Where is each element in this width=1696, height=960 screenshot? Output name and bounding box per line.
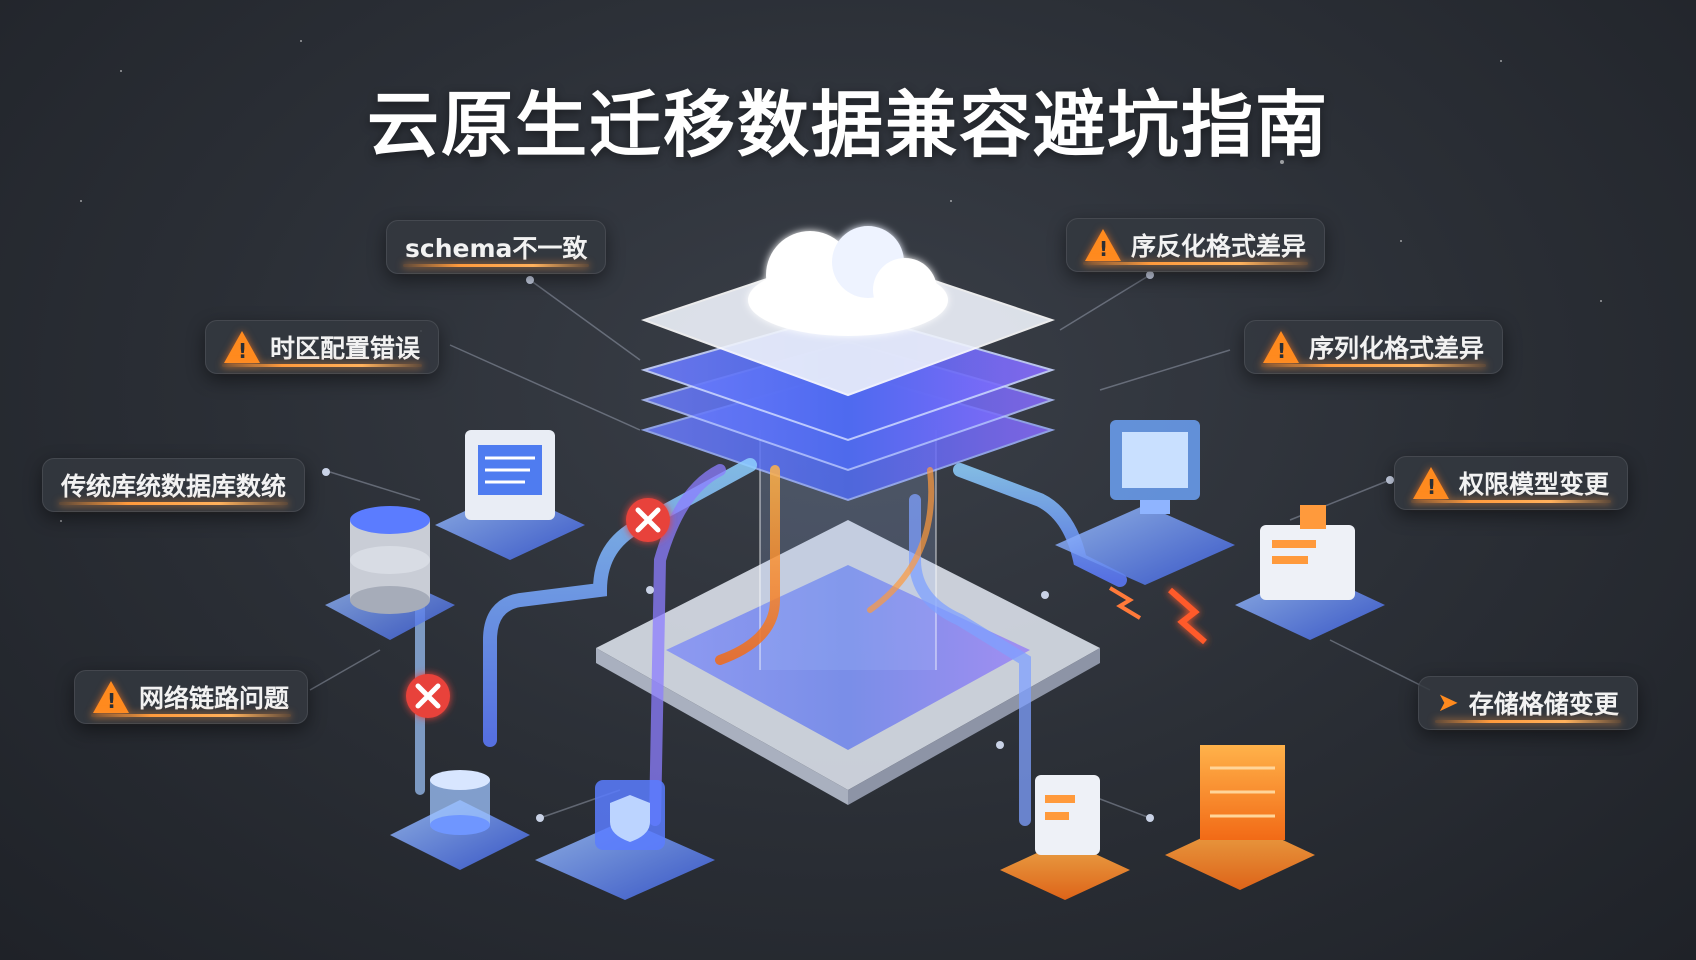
storage-label: ➤ 存储格储变更 bbox=[1418, 676, 1638, 730]
serialization-top-label-text: 序反化格式差异 bbox=[1131, 232, 1307, 261]
warning-icon bbox=[1085, 229, 1121, 261]
warning-icon bbox=[224, 331, 260, 363]
error-icon bbox=[406, 674, 450, 718]
document-server-icon bbox=[435, 430, 585, 560]
legacy-db-label-text: 传统库统数据库数统 bbox=[61, 472, 287, 501]
schema-label-text: schema不一致 bbox=[405, 234, 588, 263]
cloud-icon bbox=[748, 226, 948, 336]
serialization-top-label: 序反化格式差异 bbox=[1066, 218, 1326, 272]
schema-label: schema不一致 bbox=[386, 220, 607, 274]
orange-streams bbox=[715, 465, 935, 665]
error-icon bbox=[626, 498, 670, 542]
server-icon bbox=[1235, 505, 1385, 640]
shield-icon bbox=[535, 780, 715, 900]
orange-storage-icon bbox=[1165, 745, 1315, 890]
network-label: 网络链路问题 bbox=[74, 670, 309, 724]
network-label-text: 网络链路问题 bbox=[139, 684, 290, 713]
database-icon bbox=[325, 506, 455, 640]
warning-icon bbox=[93, 681, 129, 713]
monitor-icon bbox=[1055, 420, 1235, 585]
small-server-icon bbox=[1000, 775, 1130, 900]
arrow-icon: ➤ bbox=[1437, 688, 1459, 718]
serialization-label-text: 序列化格式差异 bbox=[1309, 334, 1485, 363]
permission-label-text: 权限模型变更 bbox=[1459, 470, 1610, 499]
connector-dots bbox=[322, 271, 1394, 822]
warning-icon bbox=[1263, 331, 1299, 363]
legacy-db-label: 传统库统数据库数统 bbox=[42, 458, 306, 512]
timezone-label-text: 时区配置错误 bbox=[270, 334, 421, 363]
broken-link-icon bbox=[1108, 586, 1207, 645]
serialization-label: 序列化格式差异 bbox=[1244, 320, 1504, 374]
timezone-label: 时区配置错误 bbox=[205, 320, 440, 374]
page-title: 云原生迁移数据兼容避坑指南 bbox=[366, 83, 1329, 167]
permission-label: 权限模型变更 bbox=[1394, 456, 1629, 510]
storage-label-text: 存储格储变更 bbox=[1468, 690, 1619, 719]
warning-icon bbox=[1413, 467, 1449, 499]
storage-cylinder-icon bbox=[390, 770, 530, 870]
